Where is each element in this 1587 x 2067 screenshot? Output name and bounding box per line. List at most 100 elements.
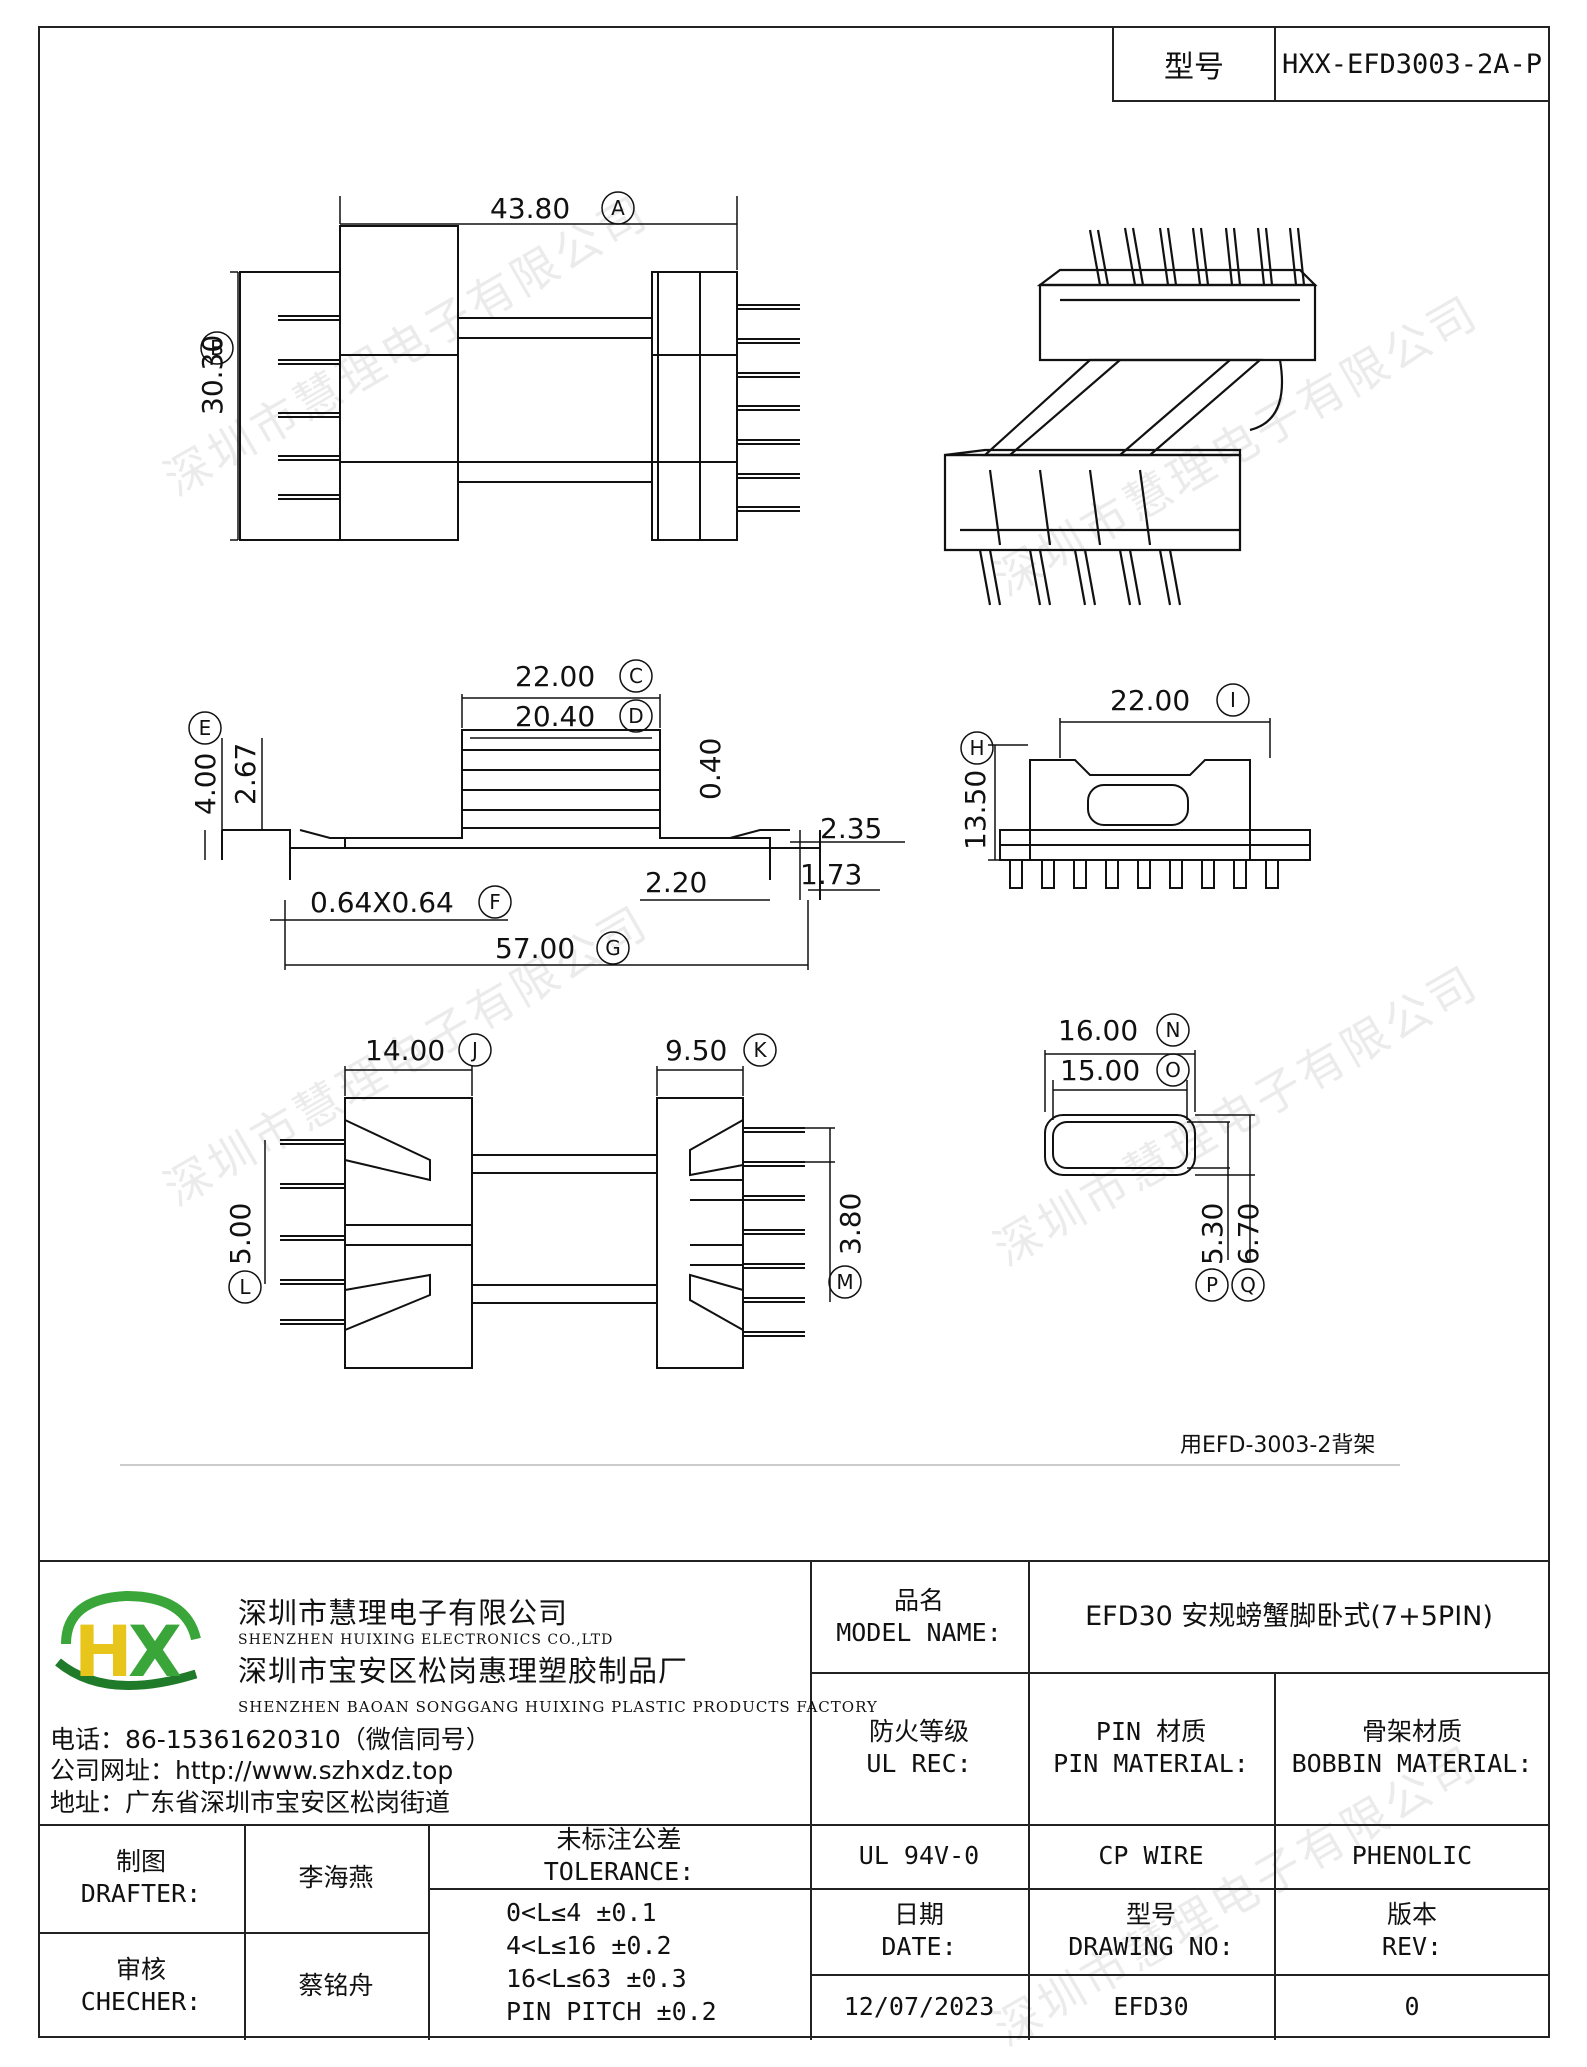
factory-name-en: SHENZHEN BAOAN SONGGANG HUIXING PLASTIC … xyxy=(238,1698,878,1716)
ul-rec-en: UL REC: xyxy=(866,1749,972,1778)
dim-J: 14.00 xyxy=(365,1034,445,1067)
callout-F: F xyxy=(478,885,512,919)
company-name-cn: 深圳市慧理电子有限公司 xyxy=(238,1596,569,1630)
model-label: 型号 xyxy=(1114,28,1276,100)
callout-I: I xyxy=(1216,683,1250,717)
bobbin-material-en: BOBBIN MATERIAL: xyxy=(1291,1749,1533,1778)
callout-B: B xyxy=(200,331,234,365)
dim-K: 9.50 xyxy=(665,1034,727,1067)
svg-text:O: O xyxy=(1165,1058,1181,1082)
callout-A: A xyxy=(601,191,635,225)
title-block: H X 深圳市慧理电子有限公司 SHENZHEN HUIXING ELECTRO… xyxy=(38,1560,1550,2040)
dim-M: 3.80 xyxy=(834,1193,867,1255)
date-en: DATE: xyxy=(881,1932,957,1961)
isometric-view xyxy=(943,227,1318,606)
company-phone: 电话：86-15361620310（微信同号） xyxy=(50,1725,491,1754)
top-view xyxy=(230,196,800,541)
svg-text:B: B xyxy=(210,336,224,360)
bobbin-material-value: PHENOLIC xyxy=(1351,1840,1473,1870)
drafter-cn: 制图 xyxy=(115,1846,166,1876)
callout-C: C xyxy=(619,659,653,693)
checker-en: CHECHER: xyxy=(80,1987,202,2016)
callout-P: P xyxy=(1195,1268,1229,1302)
bottom-view xyxy=(264,1066,835,1369)
tolerance-line: PIN PITCH ±0.2 xyxy=(506,1997,717,2026)
dim-N: 16.00 xyxy=(1058,1014,1138,1047)
bobbin-material-cn: 骨架材质 xyxy=(1361,1716,1462,1746)
dim-G: 57.00 xyxy=(495,932,575,965)
pin-material-en: PIN MATERIAL: xyxy=(1053,1749,1249,1778)
company-name-en: SHENZHEN HUIXING ELECTRONICS CO.,LTD xyxy=(238,1632,614,1648)
dim-O: 15.00 xyxy=(1060,1054,1140,1087)
ul-rec-value: UL 94V-0 xyxy=(858,1840,980,1870)
ul-rec-cn: 防火等级 xyxy=(868,1716,969,1746)
side-view xyxy=(204,694,905,970)
callout-J: J xyxy=(458,1033,492,1067)
tolerance-line: 4<L≤16 ±0.2 xyxy=(506,1931,672,1960)
svg-text:G: G xyxy=(605,936,621,960)
svg-text:E: E xyxy=(199,716,212,740)
dim-P: 5.30 xyxy=(1196,1203,1229,1265)
callout-M: M xyxy=(828,1265,862,1299)
model-name-cn: 品名 xyxy=(893,1585,944,1615)
tolerance-line: 0<L≤4 ±0.1 xyxy=(506,1898,657,1927)
drawing-sheet-border xyxy=(38,26,1550,2038)
model-name-en: MODEL NAME: xyxy=(836,1618,1002,1647)
svg-text:I: I xyxy=(1230,688,1236,712)
company-logo: H X xyxy=(46,1584,208,1704)
dim-e4: 2.35 xyxy=(820,812,882,845)
drawing-no-en: DRAWING NO: xyxy=(1068,1932,1234,1961)
factory-name-cn: 深圳市宝安区松岗惠理塑胶制品厂 xyxy=(238,1654,689,1688)
tolerance-cn: 未标注公差 xyxy=(556,1824,682,1854)
company-website[interactable]: 公司网址：http://www.szhxdz.top xyxy=(50,1756,454,1786)
svg-text:P: P xyxy=(1206,1273,1218,1297)
svg-text:H: H xyxy=(74,1611,133,1693)
svg-text:L: L xyxy=(239,1275,251,1299)
model-value: HXX-EFD3003-2A-P xyxy=(1281,48,1543,80)
svg-text:J: J xyxy=(470,1038,478,1062)
callout-H: H xyxy=(960,731,994,765)
svg-text:X: X xyxy=(128,1611,182,1693)
drafter-name: 李海燕 xyxy=(298,1862,374,1892)
rev-value: 0 xyxy=(1404,1991,1420,2021)
callout-O: O xyxy=(1156,1053,1190,1087)
dim-e5: 2.20 xyxy=(645,866,707,899)
dim-F: 0.64X0.64 xyxy=(310,886,454,919)
callout-N: N xyxy=(1156,1013,1190,1047)
bobbin-note: 用EFD-3003-2背架 xyxy=(1180,1433,1375,1458)
dim-e3: 0.40 xyxy=(694,738,727,800)
model-number-box: 型号 HXX-EFD3003-2A-P xyxy=(1112,26,1550,102)
callout-L: L xyxy=(228,1270,262,1304)
callout-Q: Q xyxy=(1231,1268,1265,1302)
callout-K: K xyxy=(743,1033,777,1067)
checker-name: 蔡铭舟 xyxy=(298,1970,374,2000)
drafter-en: DRAFTER: xyxy=(80,1879,202,1908)
dim-D: 20.40 xyxy=(515,700,595,733)
callout-E: E xyxy=(188,711,222,745)
tolerance-line: 16<L≤63 ±0.3 xyxy=(506,1964,687,1993)
svg-text:N: N xyxy=(1166,1018,1181,1042)
drawing-no-value: EFD30 xyxy=(1113,1991,1189,2021)
svg-text:K: K xyxy=(753,1038,767,1062)
dim-e2: 2.67 xyxy=(229,743,262,805)
tolerance-en: TOLERANCE: xyxy=(543,1857,695,1886)
dim-H: 13.50 xyxy=(959,770,992,850)
svg-text:C: C xyxy=(629,664,643,688)
front-view xyxy=(988,718,1311,889)
date-cn: 日期 xyxy=(893,1899,944,1929)
svg-text:H: H xyxy=(969,736,984,760)
drawing-no-cn: 型号 xyxy=(1125,1899,1176,1929)
callout-D: D xyxy=(619,699,653,733)
svg-text:F: F xyxy=(489,890,501,914)
company-address: 地址：广东省深圳市宝安区松岗街道 xyxy=(50,1787,451,1817)
date-value: 12/07/2023 xyxy=(843,1991,995,2021)
rev-en: REV: xyxy=(1381,1932,1443,1961)
pin-material-value: CP WIRE xyxy=(1098,1840,1204,1870)
dim-A: 43.80 xyxy=(490,192,570,225)
pin-material-cn: PIN 材质 xyxy=(1095,1716,1207,1746)
model-name-value: EFD30 安规螃蟹脚卧式(7+5PIN) xyxy=(1085,1601,1493,1633)
dim-E: 4.00 xyxy=(189,753,222,815)
dim-I: 22.00 xyxy=(1110,684,1190,717)
dim-Q: 6.70 xyxy=(1232,1203,1265,1265)
